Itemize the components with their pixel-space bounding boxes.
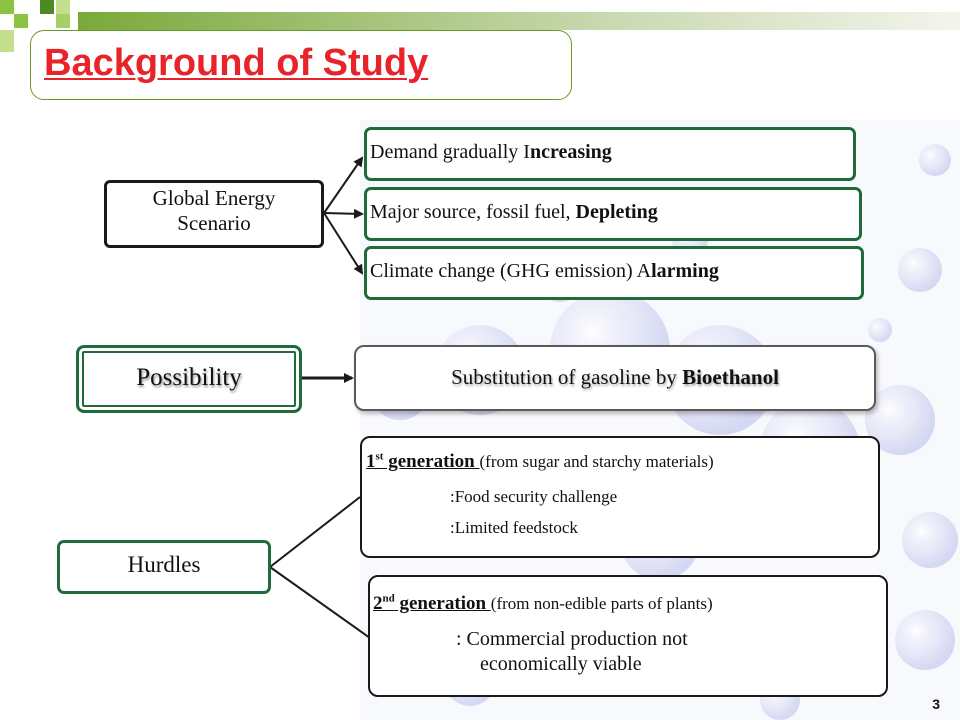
second-generation-point-line1: : Commercial production not bbox=[456, 628, 688, 650]
decor-square bbox=[14, 14, 28, 28]
climate-change-text-bold: larming bbox=[651, 260, 719, 282]
possibility-label: Possibility bbox=[136, 364, 242, 391]
fossil-fuel-box bbox=[364, 187, 862, 241]
decor-square bbox=[0, 0, 14, 14]
arrow-to-demand bbox=[323, 156, 364, 214]
title-box bbox=[30, 30, 572, 100]
first-generation-box bbox=[360, 436, 880, 558]
arrow-to-source bbox=[323, 208, 364, 219]
decor-square bbox=[40, 0, 54, 14]
demand-text-normal: Demand gradually I bbox=[370, 141, 530, 163]
first-generation-heading: 1st generation (from sugar and starchy m… bbox=[366, 451, 714, 473]
demand-text-bold: ncreasing bbox=[529, 141, 612, 163]
demand-box bbox=[364, 127, 856, 181]
fossil-fuel-text-bold: Depleting bbox=[575, 201, 658, 223]
substitution-text-bold: Bioethanol bbox=[682, 365, 779, 389]
page-title: Background of Study bbox=[44, 42, 429, 84]
fossil-fuel-text: Major source, fossil fuel, Depleting bbox=[370, 201, 658, 224]
substitution-text: Substitution of gasoline by Bioethanol bbox=[354, 365, 876, 390]
substitution-text-normal: Substitution of gasoline by bbox=[451, 365, 683, 389]
second-generation-note: (from non-edible parts of plants) bbox=[490, 594, 713, 613]
substitution-box bbox=[354, 345, 876, 411]
possibility-box bbox=[76, 345, 302, 413]
global-energy-label-line1: Global Energy bbox=[152, 186, 276, 210]
climate-change-text-normal: Climate change (GHG emission) A bbox=[370, 260, 652, 282]
second-generation-heading: 2nd generation (from non-edible parts of… bbox=[373, 593, 713, 615]
first-generation-title: generation bbox=[383, 451, 480, 472]
page-number: 3 bbox=[932, 696, 940, 712]
global-energy-label-line2: Scenario bbox=[177, 211, 251, 235]
global-energy-box bbox=[104, 180, 324, 248]
first-generation-num: 1 bbox=[366, 451, 376, 472]
demand-text: Demand gradually Increasing bbox=[370, 141, 612, 164]
climate-change-text: Climate change (GHG emission) Alarming bbox=[370, 260, 719, 283]
second-generation-sup: nd bbox=[382, 592, 395, 605]
first-generation-point: :Food security challenge bbox=[450, 487, 618, 506]
arrow-to-climate bbox=[323, 212, 364, 275]
second-generation-box bbox=[368, 575, 888, 697]
fossil-fuel-text-normal: Major source, fossil fuel, bbox=[370, 201, 576, 223]
first-generation-point: :Limited feedstock bbox=[450, 518, 578, 537]
top-decor-bar bbox=[78, 12, 960, 30]
decor-square bbox=[56, 0, 70, 14]
hurdles-label: Hurdles bbox=[127, 552, 201, 577]
line-to-second-gen bbox=[269, 566, 371, 639]
line-to-first-gen bbox=[269, 496, 361, 568]
second-generation-num: 2 bbox=[373, 593, 383, 614]
first-generation-note: (from sugar and starchy materials) bbox=[479, 452, 714, 471]
hurdles-box bbox=[57, 540, 271, 594]
climate-change-box bbox=[364, 246, 864, 300]
second-generation-point-line2: economically viable bbox=[480, 653, 642, 675]
decor-square bbox=[56, 14, 70, 28]
first-generation-sup: st bbox=[375, 450, 384, 463]
decor-square bbox=[0, 30, 14, 52]
second-generation-title: generation bbox=[394, 593, 491, 614]
